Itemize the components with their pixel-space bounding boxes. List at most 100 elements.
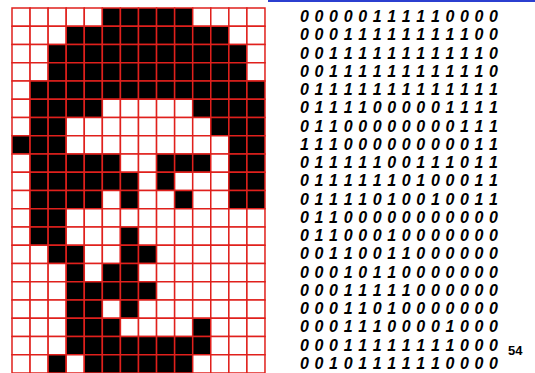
pixel-cell — [102, 45, 120, 63]
pixel-cell — [48, 81, 66, 99]
pixel-cell — [247, 245, 265, 263]
pixel-cell — [12, 282, 30, 300]
pixel-cell — [247, 8, 265, 26]
pixel-cell — [48, 63, 66, 81]
binary-row: 0 0 0 1 1 1 1 1 0 0 0 0 0 0 — [300, 282, 499, 300]
pixel-cell — [30, 282, 48, 300]
pixel-cell — [211, 300, 229, 318]
pixel-cell — [193, 282, 211, 300]
pixel-cell — [229, 172, 247, 190]
pixel-cell — [211, 355, 229, 373]
pixel-cell — [211, 282, 229, 300]
pixel-cell — [102, 300, 120, 318]
pixel-cell — [175, 172, 193, 190]
pixel-cell — [193, 118, 211, 136]
pixel-cell — [48, 245, 66, 263]
pixel-cell — [102, 172, 120, 190]
pixel-cell — [102, 264, 120, 282]
pixel-cell — [120, 99, 138, 117]
pixel-cell — [48, 154, 66, 172]
pixel-cell — [193, 63, 211, 81]
binary-row: 0 1 1 0 0 0 0 0 0 0 0 0 0 0 — [300, 209, 499, 227]
pixel-cell — [138, 118, 156, 136]
pixel-cell — [66, 99, 84, 117]
pixel-cell — [138, 300, 156, 318]
pixel-cell — [66, 355, 84, 373]
pixel-cell — [48, 282, 66, 300]
pixel-cell — [247, 300, 265, 318]
pixel-cell — [102, 209, 120, 227]
pixel-cell — [175, 337, 193, 355]
pixel-cell — [84, 282, 102, 300]
pixel-cell — [229, 337, 247, 355]
pixel-cell — [48, 337, 66, 355]
pixel-cell — [247, 118, 265, 136]
pixel-cell — [229, 136, 247, 154]
pixel-cell — [229, 99, 247, 117]
pixel-cell — [66, 264, 84, 282]
pixel-cell — [102, 26, 120, 44]
pixel-cell — [193, 245, 211, 263]
pixel-cell — [66, 318, 84, 336]
pixel-cell — [30, 63, 48, 81]
pixel-cell — [30, 172, 48, 190]
pixel-cell — [193, 264, 211, 282]
pixel-cell — [229, 245, 247, 263]
pixel-cell — [157, 337, 175, 355]
pixel-cell — [12, 172, 30, 190]
pixel-cell — [211, 172, 229, 190]
pixel-cell — [66, 300, 84, 318]
pixel-cell — [157, 99, 175, 117]
pixel-cell — [211, 99, 229, 117]
pixel-cell — [120, 81, 138, 99]
pixel-cell — [229, 81, 247, 99]
pixel-cell — [84, 154, 102, 172]
pixel-cell — [48, 45, 66, 63]
pixel-cell — [12, 63, 30, 81]
pixel-cell — [138, 191, 156, 209]
pixel-cell — [102, 191, 120, 209]
pixel-cell — [247, 81, 265, 99]
pixel-cell — [138, 81, 156, 99]
pixel-cell — [66, 245, 84, 263]
pixel-cell — [157, 8, 175, 26]
pixel-cell — [30, 45, 48, 63]
pixel-cell — [247, 45, 265, 63]
pixel-cell — [175, 118, 193, 136]
pixel-cell — [84, 99, 102, 117]
pixel-cell — [12, 245, 30, 263]
pixel-cell — [175, 227, 193, 245]
pixel-cell — [120, 227, 138, 245]
pixel-cell — [48, 26, 66, 44]
pixel-cell — [120, 172, 138, 190]
pixel-cell — [157, 172, 175, 190]
pixel-cell — [66, 154, 84, 172]
pixel-cell — [120, 337, 138, 355]
pixel-cell — [229, 282, 247, 300]
pixel-cell — [30, 355, 48, 373]
pixel-cell — [138, 245, 156, 263]
pixel-cell — [175, 81, 193, 99]
pixel-cell — [84, 63, 102, 81]
pixel-cell — [247, 99, 265, 117]
pixel-cell — [120, 245, 138, 263]
pixel-cell — [12, 264, 30, 282]
pixel-cell — [84, 26, 102, 44]
pixel-cell — [138, 136, 156, 154]
pixel-cell — [66, 282, 84, 300]
pixel-cell — [157, 81, 175, 99]
pixel-cell — [84, 172, 102, 190]
pixel-cell — [30, 26, 48, 44]
pixel-cell — [211, 118, 229, 136]
pixel-cell — [247, 337, 265, 355]
pixel-cell — [193, 154, 211, 172]
pixel-cell — [229, 264, 247, 282]
pixel-cell — [193, 136, 211, 154]
pixel-cell — [175, 245, 193, 263]
pixel-cell — [12, 26, 30, 44]
pixel-cell — [138, 282, 156, 300]
pixel-cell — [193, 172, 211, 190]
pixel-cell — [12, 118, 30, 136]
pixel-cell — [211, 264, 229, 282]
binary-row: 0 1 1 1 1 0 1 0 0 1 0 0 1 1 — [300, 191, 499, 209]
